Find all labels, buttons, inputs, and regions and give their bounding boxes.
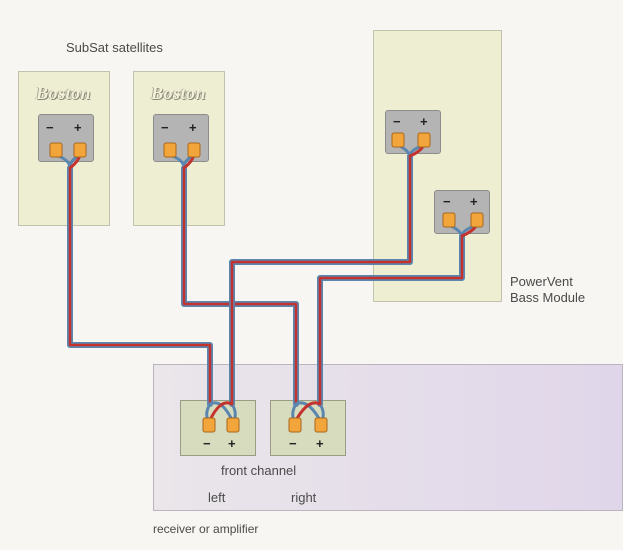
speaker-left-plus-symbol: + xyxy=(74,120,82,135)
bass-top-plus-post xyxy=(417,132,431,148)
cable-bass-top-to-receiver-left xyxy=(229,153,413,407)
receiver-left-minus-symbol: − xyxy=(203,436,211,451)
receiver-label: receiver or amplifier xyxy=(153,522,259,536)
receiver-right-minus-post xyxy=(288,417,302,433)
speaker-brand-left: Boston xyxy=(36,83,92,103)
bass-top-plus-symbol: + xyxy=(420,114,428,129)
bass-module-label-line1: PowerVent xyxy=(510,274,573,289)
speaker-right-plus-symbol: + xyxy=(189,120,197,135)
bass-top-minus-post xyxy=(391,132,405,148)
cable-right-speaker-to-receiver-right xyxy=(181,165,299,407)
right-channel-label: right xyxy=(291,490,317,505)
receiver-right-plus-post xyxy=(314,417,328,433)
receiver-left-minus-post xyxy=(202,417,216,433)
cable-bass-bottom-to-receiver-right xyxy=(317,233,465,407)
receiver-left-plus-symbol: + xyxy=(228,436,236,451)
cable-left-speaker-to-receiver-left xyxy=(67,165,213,407)
bass-bottom-plus-post xyxy=(470,212,484,228)
receiver-right-minus-symbol: − xyxy=(289,436,297,451)
bass-bottom-minus-symbol: − xyxy=(443,194,451,209)
bass-module-panel xyxy=(373,30,502,302)
speaker-left-minus-post xyxy=(49,142,63,158)
left-channel-label: left xyxy=(208,490,226,505)
speaker-right-plus-post xyxy=(187,142,201,158)
speaker-left-plus-post xyxy=(73,142,87,158)
satellites-label: SubSat satellites xyxy=(66,40,163,55)
speaker-left-minus-symbol: − xyxy=(46,120,54,135)
front-channel-label: front channel xyxy=(221,463,297,478)
receiver-terminal-plate-right xyxy=(270,400,346,456)
bass-bottom-plus-symbol: + xyxy=(470,194,478,209)
speaker-right-minus-post xyxy=(163,142,177,158)
bass-bottom-minus-post xyxy=(442,212,456,228)
receiver-left-plus-post xyxy=(226,417,240,433)
speaker-right-minus-symbol: − xyxy=(161,120,169,135)
bass-module-label-line2: Bass Module xyxy=(510,290,586,305)
receiver-right-plus-symbol: + xyxy=(316,436,324,451)
bass-top-minus-symbol: − xyxy=(393,114,401,129)
speaker-brand-right: Boston xyxy=(151,83,207,103)
